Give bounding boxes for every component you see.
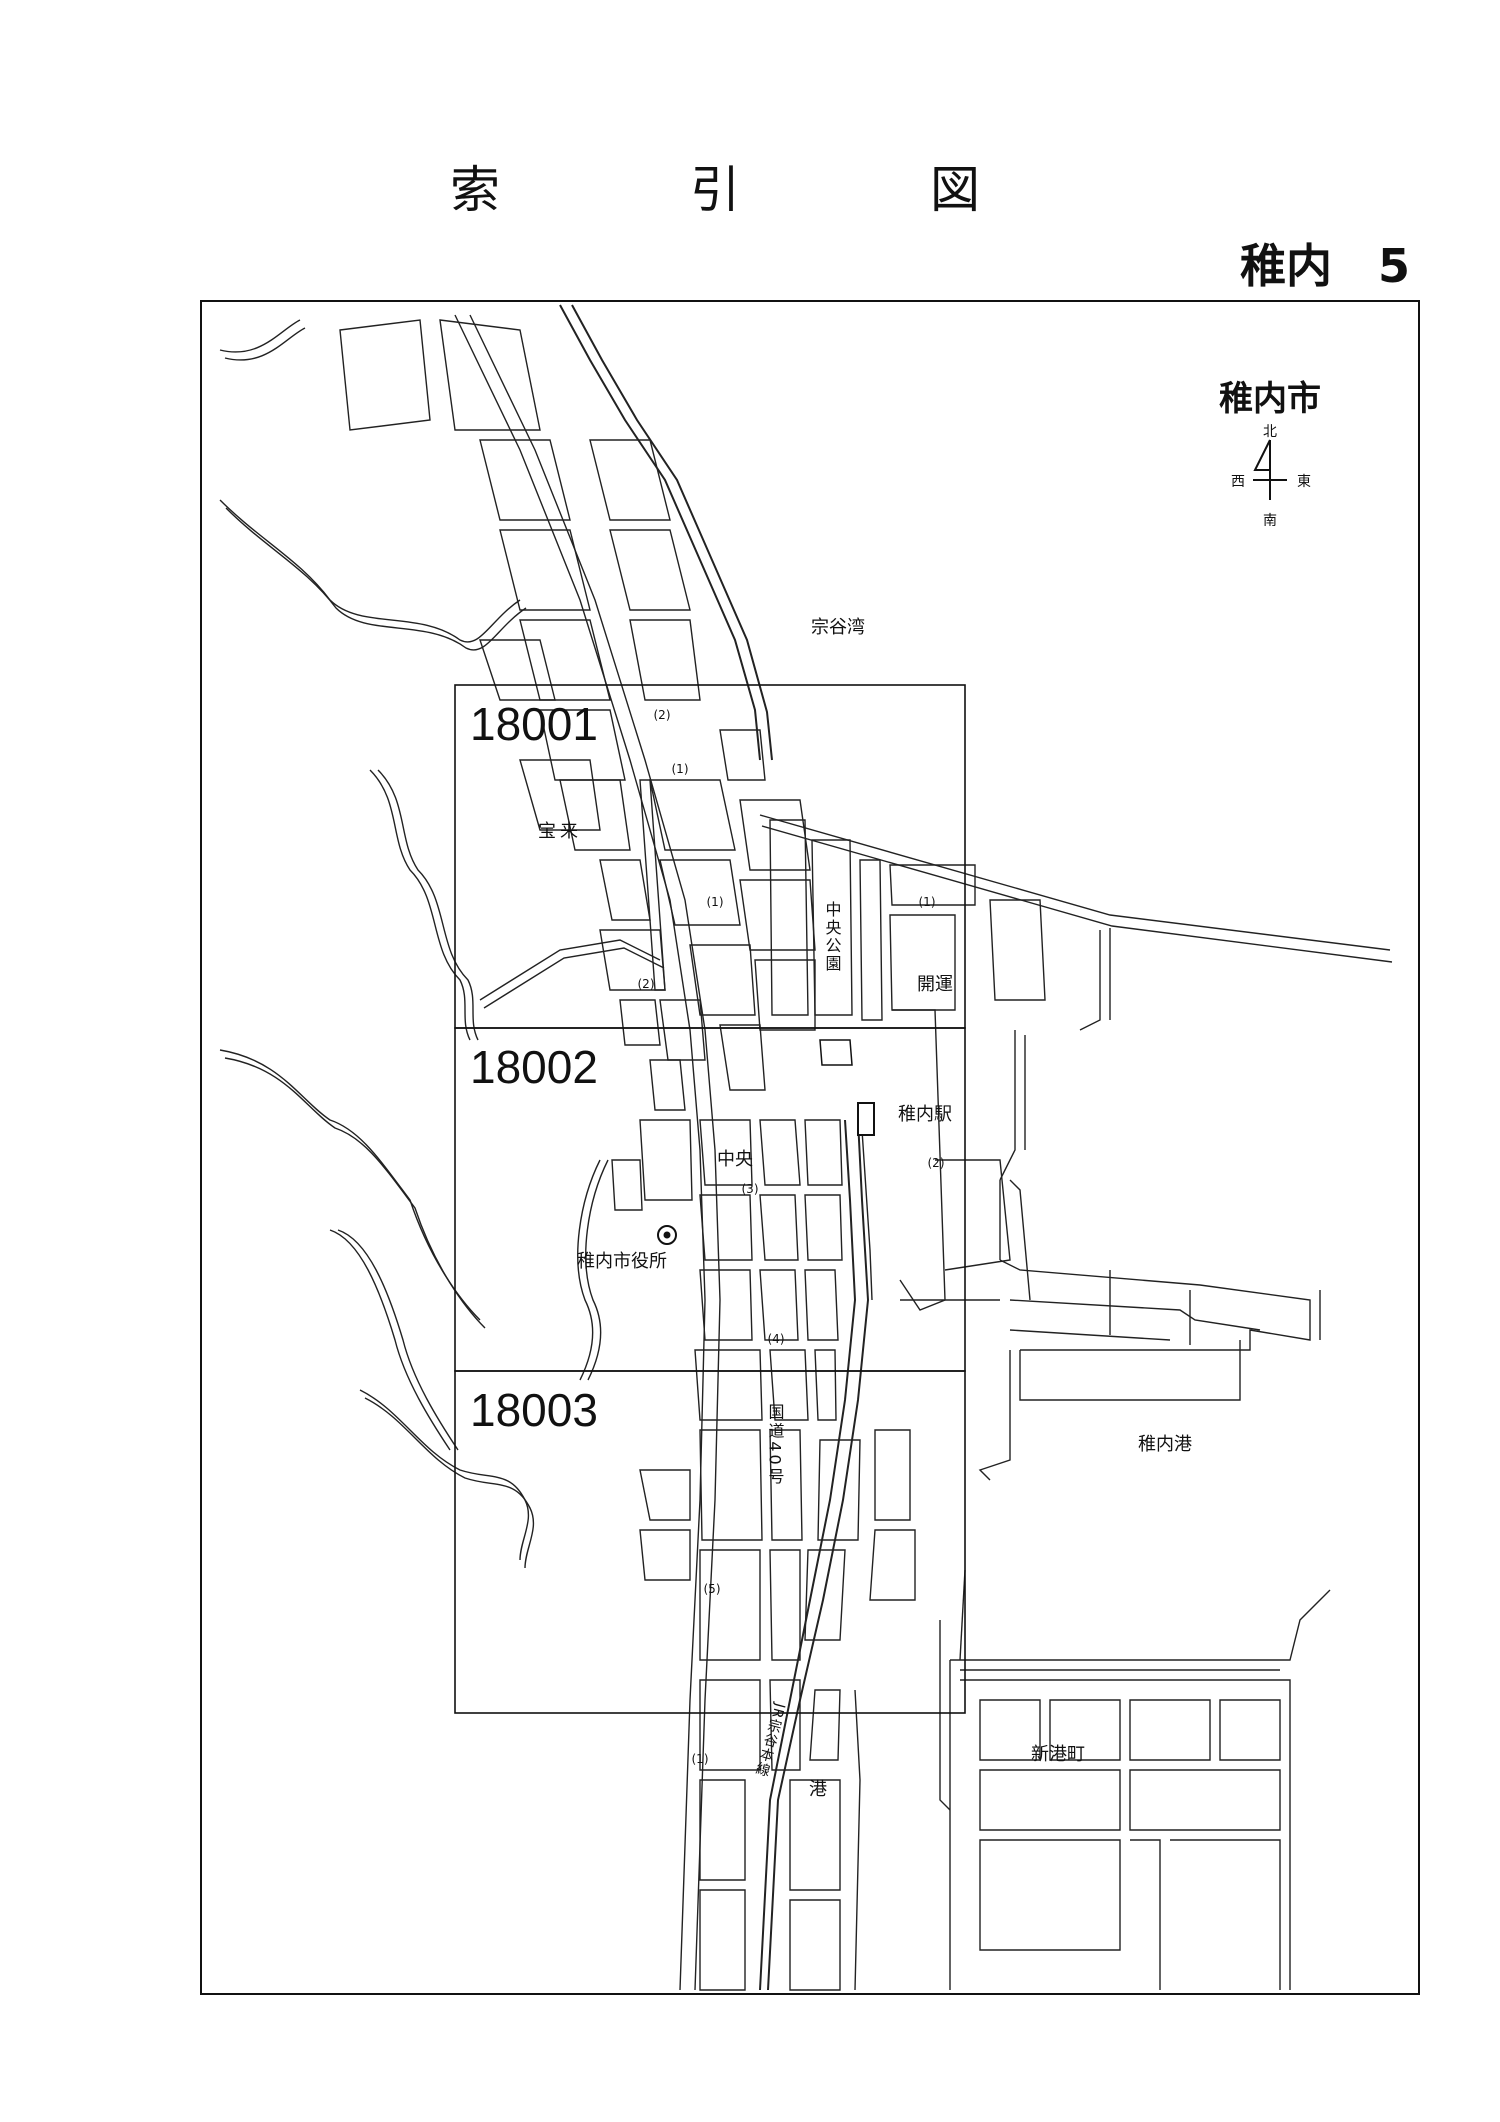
city-hall-marker xyxy=(657,1225,677,1245)
minato-label: 港 xyxy=(809,1779,827,1800)
city-hall-label: 稚内市役所 xyxy=(577,1251,667,1272)
city-name: 稚内市 xyxy=(1219,379,1321,419)
block-number: (5) xyxy=(704,1582,721,1596)
compass-east: 東 xyxy=(1297,474,1311,490)
page-title: 索 引 図 xyxy=(450,161,1050,219)
sheet-18003-box[interactable] xyxy=(454,1370,966,1714)
park-pond xyxy=(819,1039,853,1066)
compass-north: 北 xyxy=(1263,424,1277,440)
map-linework xyxy=(219,304,1393,1991)
soya-bay-label: 宗谷湾 xyxy=(811,617,865,638)
block-number: (2) xyxy=(638,977,655,991)
shinkomachi-label: 新港町 xyxy=(1031,1744,1085,1765)
map-frame xyxy=(200,300,1420,1995)
horai-label: 宝来 xyxy=(538,821,582,842)
chuo-park-label: 中央公園 xyxy=(823,901,842,973)
block-number: (1) xyxy=(707,895,724,909)
block-number: (4) xyxy=(768,1332,785,1346)
index-sheets xyxy=(454,684,966,1714)
block-number: (2) xyxy=(928,1156,945,1170)
kaiun-label: 開運 xyxy=(917,974,953,995)
station-marker xyxy=(857,1102,875,1136)
route40-label: 国道40号 xyxy=(766,1403,785,1486)
compass-south: 南 xyxy=(1263,513,1277,529)
sheet-18003-label[interactable]: 18003 xyxy=(470,1384,598,1436)
chuo-label: 中央 xyxy=(717,1149,753,1170)
sheet-18002-label[interactable]: 18002 xyxy=(470,1041,598,1093)
sheet-18001-label[interactable]: 18001 xyxy=(470,698,598,750)
block-number: (1) xyxy=(672,762,689,776)
compass-west: 西 xyxy=(1231,474,1245,490)
block-number: (2) xyxy=(654,708,671,722)
port-label: 稚内港 xyxy=(1138,1434,1192,1455)
block-number: (1) xyxy=(919,895,936,909)
block-number: (1) xyxy=(692,1752,709,1766)
block-number: (3) xyxy=(742,1182,759,1196)
compass-rose xyxy=(1253,439,1287,500)
station-label: 稚内駅 xyxy=(898,1104,952,1125)
map-subtitle: 稚内 5 xyxy=(1239,239,1410,293)
